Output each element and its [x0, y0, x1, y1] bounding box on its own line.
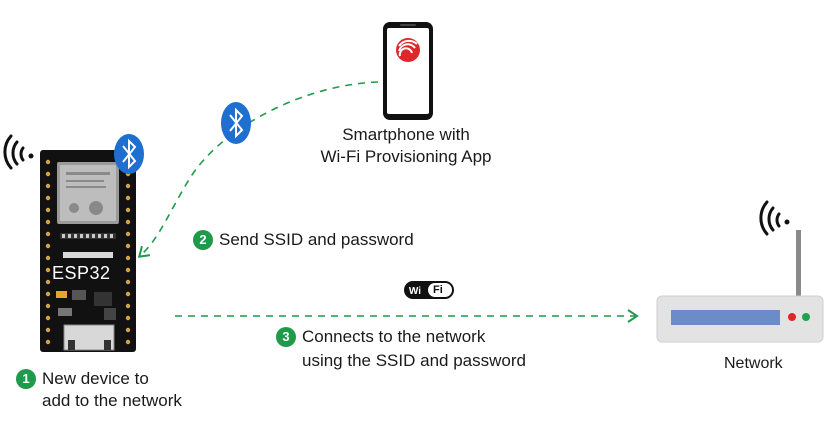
step-1-line1: New device to: [42, 369, 149, 388]
espressif-logo-icon: [396, 38, 420, 62]
step-3-label: 3 Connects to the network using the SSID …: [276, 325, 526, 373]
esp32-board: [40, 150, 136, 352]
step-1-line2: add to the network: [42, 391, 182, 410]
router-label: Network: [724, 355, 783, 372]
wifi-signal-icon: [3, 134, 34, 170]
step-2-label: 2 Send SSID and password: [193, 229, 414, 251]
ssid-transfer-arrow: [137, 81, 379, 258]
smartphone-label-line1: Smartphone with: [342, 125, 470, 144]
wifi-signal-icon: [759, 200, 790, 236]
step-3-line1: Connects to the network: [302, 327, 486, 346]
step-2-badge: 2: [193, 230, 213, 250]
smartphone: [383, 22, 433, 120]
wifi-badge-label: Fi: [433, 284, 443, 296]
esp32-label: ESP32: [52, 263, 111, 283]
step-1-label: 1 New device to add to the network: [16, 368, 182, 412]
bluetooth-icon: [114, 134, 144, 174]
bluetooth-icon: [221, 102, 251, 144]
step-2-line1: Send SSID and password: [219, 230, 414, 249]
smartphone-label: Smartphone with Wi-Fi Provisioning App: [300, 124, 512, 168]
step-1-badge: 1: [16, 369, 36, 389]
router: [656, 230, 824, 343]
smartphone-label-line2: Wi-Fi Provisioning App: [320, 147, 492, 166]
wifi-badge-icon: Wi: [404, 281, 454, 299]
svg-text:Wi: Wi: [409, 286, 421, 297]
step-3-badge: 3: [276, 327, 296, 347]
step-3-line2: using the SSID and password: [302, 351, 526, 370]
